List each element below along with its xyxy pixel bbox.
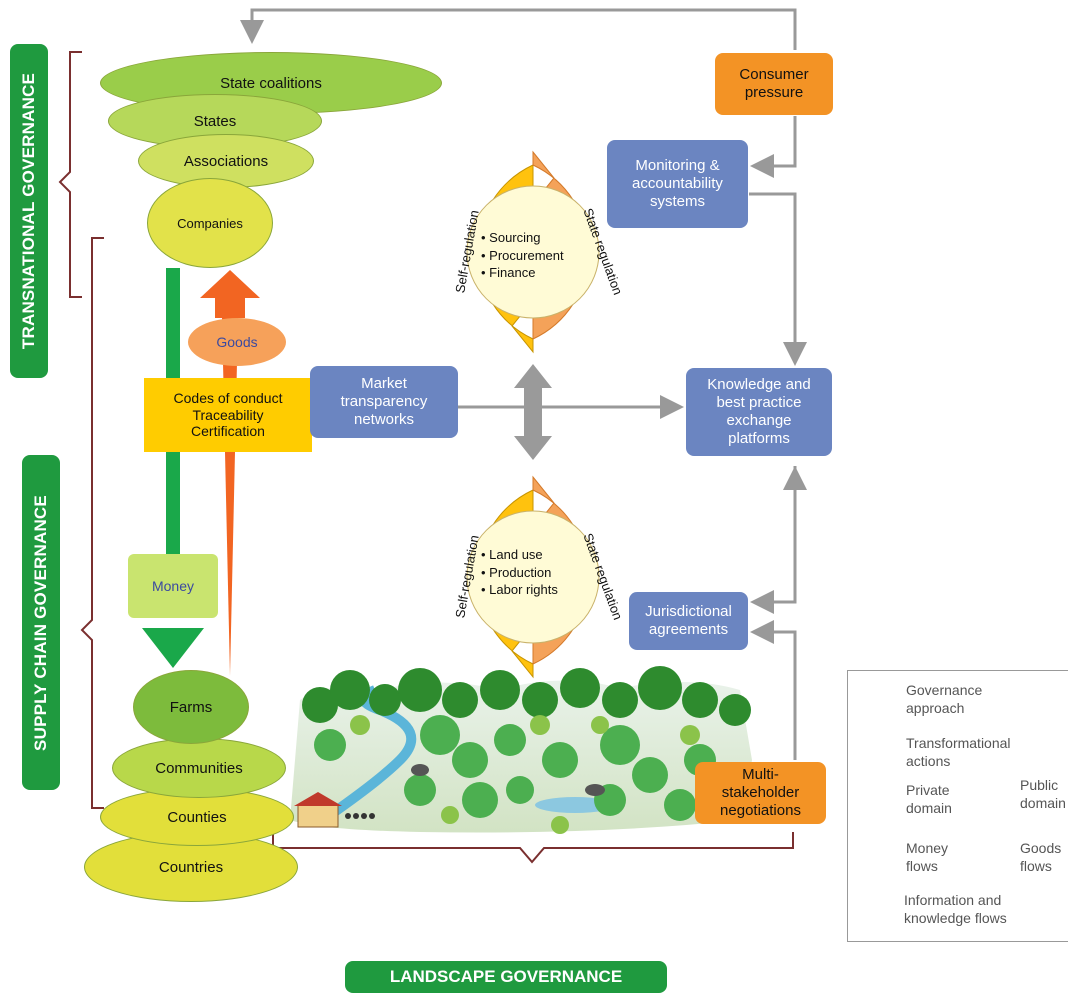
consumer-to-monitoring-arrow — [750, 116, 797, 178]
legend-private-domain: Private domain — [906, 782, 952, 817]
companies-ellipse: Companies — [147, 178, 273, 268]
legend: Governance approach Transformational act… — [847, 670, 1068, 942]
goods-flow-head — [200, 270, 260, 318]
consumer-to-top-arrow — [240, 8, 797, 50]
monitoring-accountability-box: Monitoring & accountability systems — [607, 140, 748, 228]
lower-cycle-items: Land use Production Labor rights — [481, 546, 558, 599]
legend-information-flows: Information and knowledge flows — [904, 892, 1007, 927]
jurisdictional-agreements-box: Jurisdictional agreements — [629, 592, 748, 650]
legend-governance-approach: Governance approach — [906, 682, 983, 717]
supply-chain-governance-label: SUPPLY CHAIN GOVERNANCE — [22, 455, 60, 790]
communities-ellipse: Communities — [112, 738, 286, 798]
monitoring-to-knowledge-arrow — [749, 192, 807, 366]
legend-money-flows: Money flows — [906, 840, 949, 875]
farms-ellipse: Farms — [133, 670, 249, 744]
money-label: Money — [128, 554, 218, 618]
cycles-double-arrow — [514, 364, 552, 460]
associations-ellipse: Associations — [138, 134, 314, 188]
multistakeholder-to-jurisdictional-arrow — [750, 620, 797, 760]
supply-chain-bracket — [80, 237, 104, 809]
market-transparency-box: Market transparency networks — [310, 366, 458, 438]
legend-goods-flows: Goods flows — [1020, 840, 1062, 875]
upper-cycle-items: Sourcing Procurement Finance — [481, 229, 563, 282]
money-flow-head — [142, 628, 204, 668]
landscape-bracket — [272, 832, 794, 864]
knowledge-jurisdictional-arrow — [750, 466, 797, 614]
goods-flow-shaft — [222, 318, 238, 676]
knowledge-platforms-box: Knowledge and best practice exchange pla… — [686, 368, 832, 456]
goods-label: Goods — [188, 318, 286, 366]
landscape-governance-label: LANDSCAPE GOVERNANCE — [345, 961, 667, 993]
legend-public-domain: Public domain — [1020, 777, 1066, 812]
multistakeholder-negotiations-box: Multi- stakeholder negotiations — [695, 762, 826, 824]
transnational-governance-label: TRANSNATIONAL GOVERNANCE — [10, 44, 48, 378]
codes-of-conduct-box: Codes of conduct Traceability Certificat… — [144, 378, 312, 452]
transnational-bracket — [58, 51, 82, 298]
landscape-illustration — [290, 666, 752, 834]
consumer-pressure-box: Consumer pressure — [715, 53, 833, 115]
legend-transformational-actions: Transformational actions — [906, 735, 1011, 770]
